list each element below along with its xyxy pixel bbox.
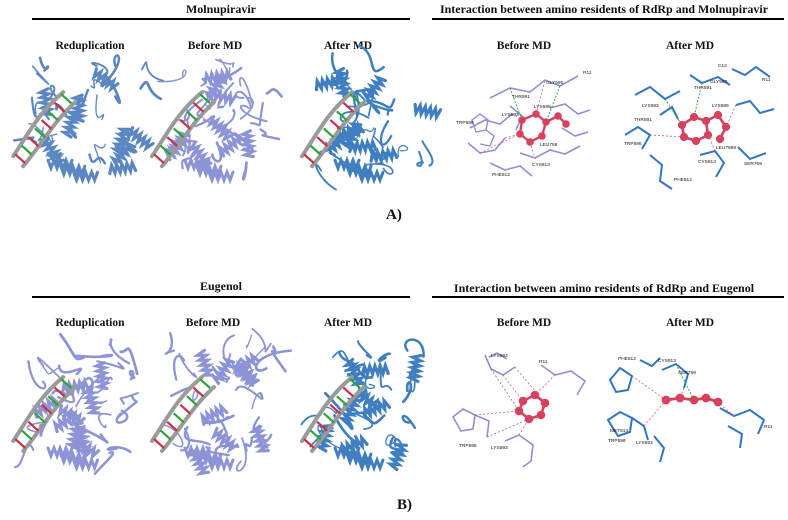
residue-label: LEU758 <box>540 142 558 148</box>
residue-sticks <box>451 352 587 468</box>
residue-label: TRP598 <box>459 443 477 449</box>
residue-label: PHE812 <box>674 177 692 183</box>
panel-a-reduplication-label: Reduplication <box>55 40 125 52</box>
panel-b-left-header: Eugenol <box>199 279 242 293</box>
protein-ribbon <box>300 338 426 473</box>
residue-label: GLY590 <box>710 79 728 85</box>
panel-b-interaction-before: LYS593 R11 TRP598 LYS593 <box>451 352 587 468</box>
panel-a-left-rule <box>32 18 410 20</box>
panel-a-before-md-structure <box>150 58 283 185</box>
residue-sticks <box>606 357 766 463</box>
residue-label: PHE812 <box>492 172 510 178</box>
ligand <box>677 110 731 146</box>
trp-ring <box>471 113 495 147</box>
dna-helix <box>150 375 216 453</box>
panel-b-before-md-structure <box>150 328 293 476</box>
protein-ribbon <box>161 328 293 476</box>
ligand <box>514 390 550 424</box>
residue-label: R11 <box>583 70 592 76</box>
residue-sticks <box>624 65 775 190</box>
panel-a-before-md-label: Before MD <box>187 40 243 52</box>
residue-label: C12 <box>718 63 727 69</box>
residue-label: THR591 <box>694 85 712 91</box>
residue-label: LYS589 <box>534 104 551 110</box>
residue-label: CYS813 <box>698 159 716 165</box>
residue-label: LYS593 <box>502 112 519 118</box>
hbond-lines <box>509 85 561 123</box>
dna-helix <box>300 90 366 169</box>
residue-label: THR591 <box>512 94 530 100</box>
protein-ribbon <box>12 54 165 185</box>
residue-label: R11 <box>764 424 773 430</box>
residue-label: SER759 <box>678 370 696 376</box>
panel-b-left-rule <box>32 296 410 298</box>
panel-b-reduplication-label: Reduplication <box>55 317 125 329</box>
panel-b-after-md-structure <box>300 338 426 473</box>
panel-b-right-header: Interaction between amino residents of R… <box>453 281 755 295</box>
residue-label: LEU7888 <box>716 145 736 151</box>
residue-label: LYS593 <box>642 103 659 109</box>
hbond-lines <box>664 82 703 126</box>
panel-a-int-before-md-label: Before MD <box>496 40 552 52</box>
panel-a-left-header: Molnupiravir <box>185 2 256 16</box>
residue-label: LYS593 <box>491 445 508 451</box>
residue-label: LYS593 <box>491 353 508 359</box>
panel-b-right-rule <box>432 296 784 298</box>
protein-ribbon <box>314 44 443 191</box>
interaction-lines <box>631 375 735 427</box>
residue-label: LYS589 <box>712 103 729 109</box>
panel-a-right-header: Interaction between amino residents of R… <box>439 2 769 16</box>
residue-label: GLY590 <box>546 80 564 86</box>
panel-a-label: A) <box>386 207 402 223</box>
residue-label: TRP598 <box>624 141 642 147</box>
protein-ribbon <box>14 332 139 476</box>
panel-a-right-rule <box>432 18 784 20</box>
dna-helix <box>11 90 78 169</box>
residue-label: CYS813 <box>532 162 550 168</box>
panel-b-before-md-label: Before MD <box>185 317 241 329</box>
residue-label: R11 <box>539 359 548 365</box>
hydrophobic-lines <box>486 368 530 438</box>
protein-ribbon <box>157 58 283 185</box>
panel-a-after-md-structure <box>300 44 443 191</box>
residue-label: TRP598 <box>456 120 474 126</box>
panel-b-int-before-md-label: Before MD <box>496 317 552 329</box>
dna-helix <box>300 375 366 453</box>
panel-a-int-after-md-label: After MD <box>666 40 714 52</box>
panel-a-interaction-before: GLY590 THR591 LYS593 LYS589 TRP598 LEU75… <box>456 70 592 178</box>
panel-a-interaction-after: C12 THR591 GLY590 LYS593 LYS589 THR591 T… <box>624 63 775 190</box>
residue-label: R11 <box>762 77 771 83</box>
panel-b-after-md-label: After MD <box>324 317 372 329</box>
residue-label: CYS813 <box>658 358 676 364</box>
residue-sticks <box>467 75 591 177</box>
residue-label: SER759 <box>744 161 762 167</box>
residue-label: TRP598 <box>608 438 626 444</box>
panel-b-label: B) <box>397 497 412 513</box>
interaction-lines <box>474 366 556 436</box>
interaction-lines <box>479 79 546 159</box>
dna-helix <box>11 375 78 453</box>
panel-b-int-after-md-label: After MD <box>666 317 714 329</box>
residue-label: THR591 <box>634 117 652 123</box>
dna-helix <box>150 90 216 169</box>
residue-label: LYS593 <box>636 440 653 446</box>
panel-a-after-md-label: After MD <box>324 40 372 52</box>
residue-label: PHE812 <box>618 356 636 362</box>
panel-b-reduplication-structure <box>11 332 139 476</box>
residue-label: MET814 <box>610 428 628 434</box>
panel-a-reduplication-structure <box>11 54 165 185</box>
ligand <box>516 110 570 146</box>
panel-b-interaction-after: PHE812 CYS813 SER759 MET814 TRP598 LYS59… <box>606 356 773 463</box>
